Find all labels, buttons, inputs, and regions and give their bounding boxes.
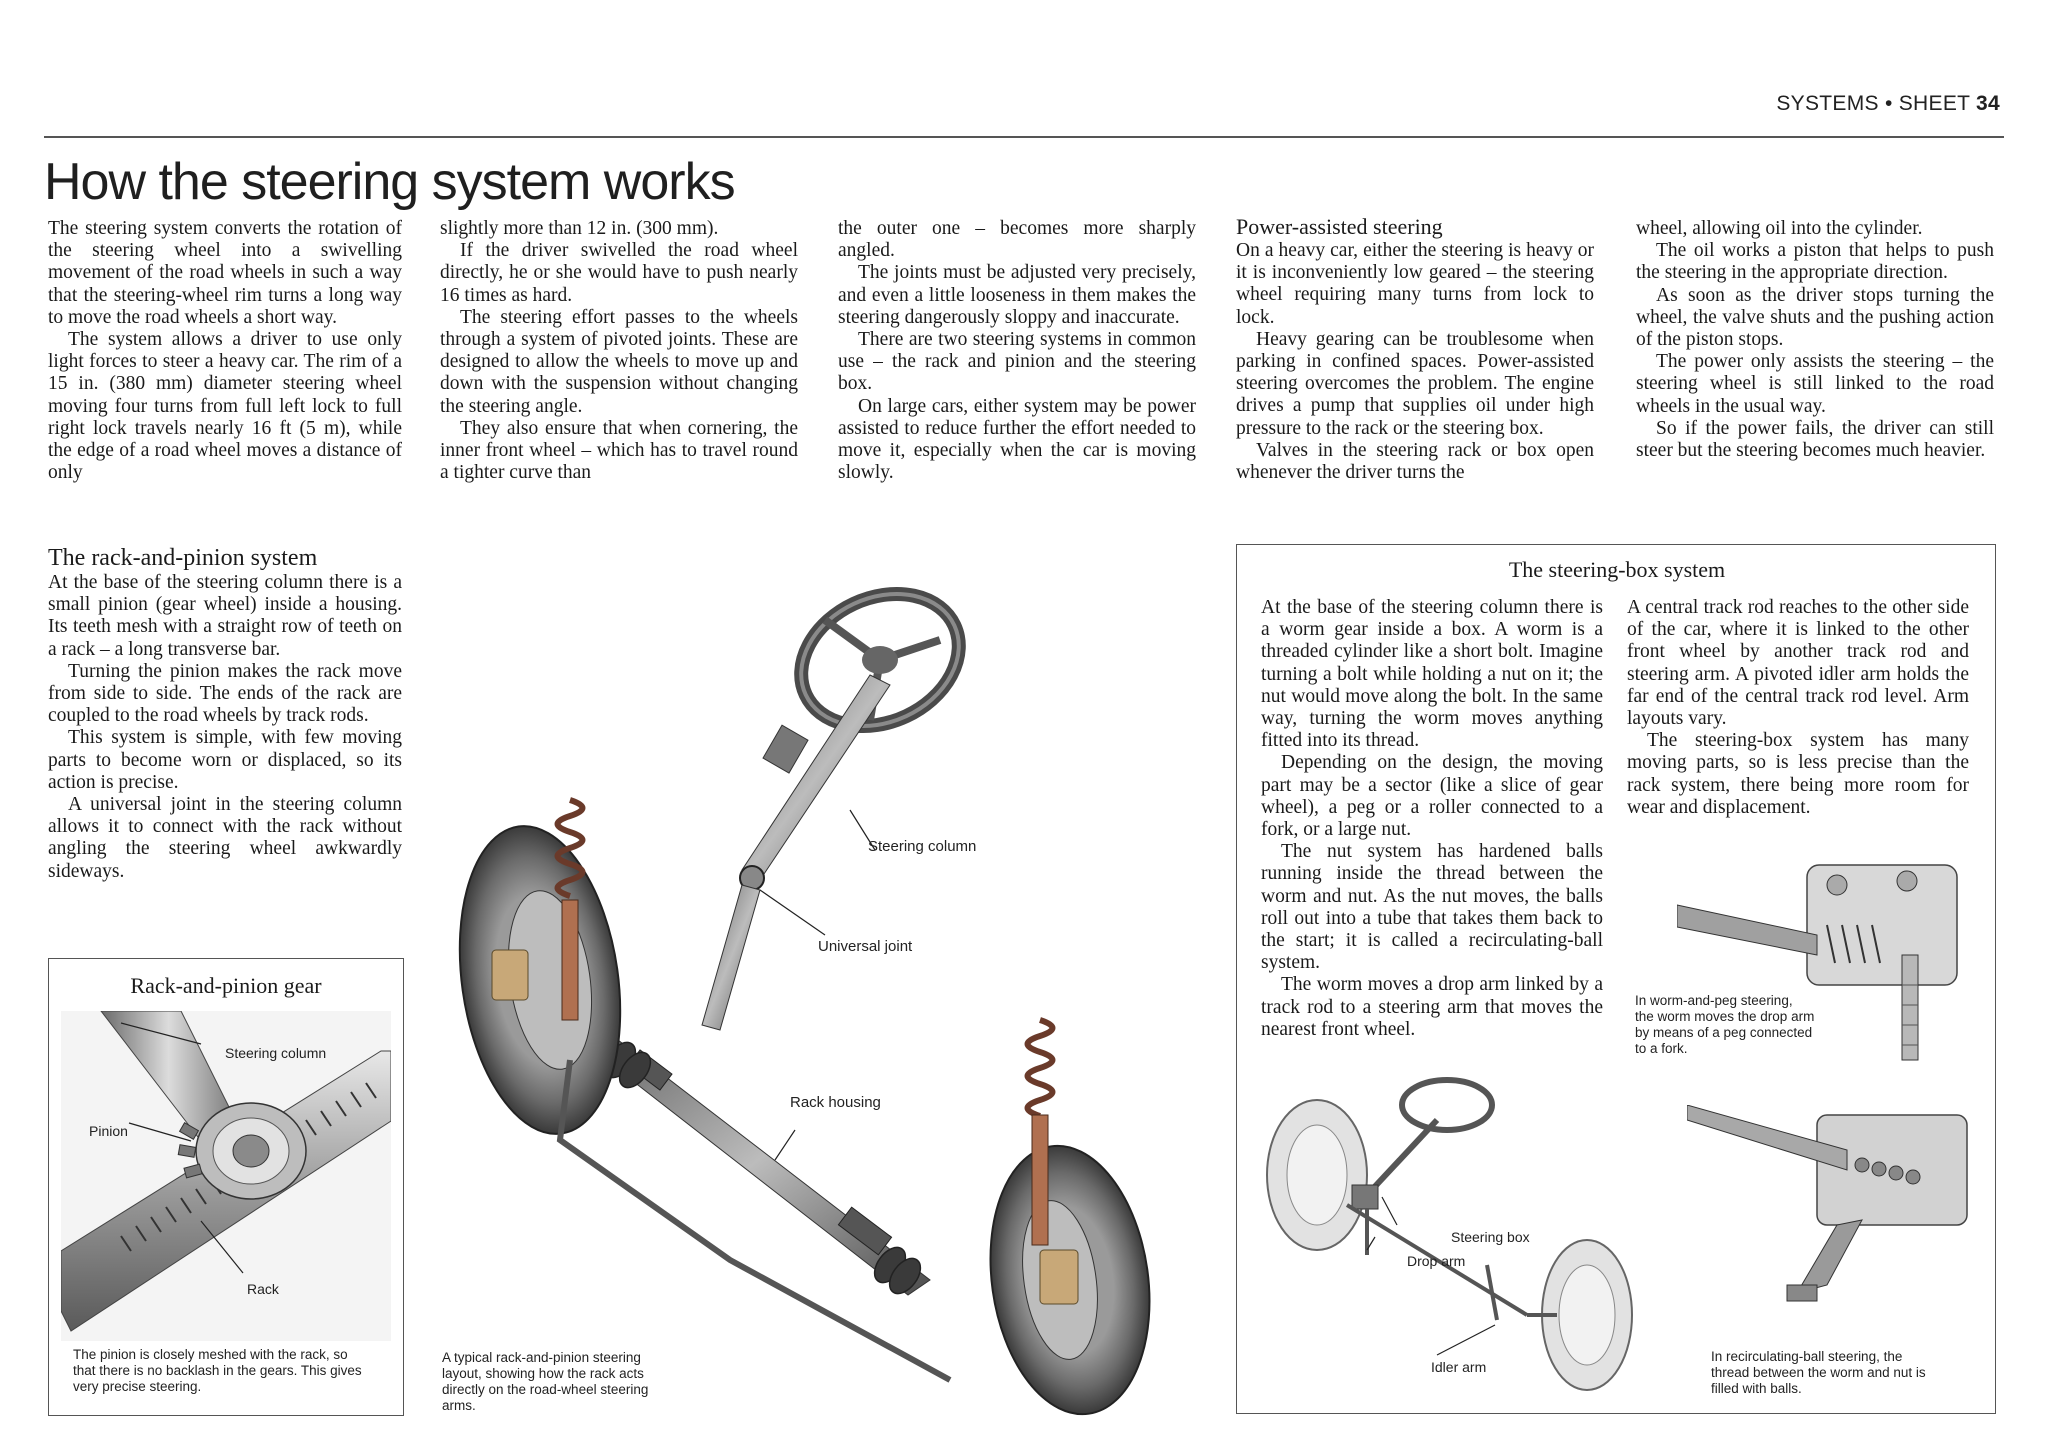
steering-box-layout-illustration <box>1266 1077 1633 1391</box>
label-steering-column: Steering column <box>868 838 977 855</box>
paragraph: A central track rod reaches to the other… <box>1627 597 1969 730</box>
page-title: How the steering system works <box>44 153 736 211</box>
paragraph: the outer one – becomes more sharply ang… <box>838 218 1196 262</box>
paragraph: The power only assists the steering – th… <box>1636 351 1994 417</box>
paragraph: On large cars, either system may be powe… <box>838 395 1196 484</box>
worm-and-peg-illustration <box>1677 864 1958 1061</box>
paragraph: Valves in the steering rack or box open … <box>1236 439 1594 484</box>
steering-box-column-1: At the base of the steering column there… <box>1261 597 1603 1041</box>
label-rack-housing: Rack housing <box>790 1094 881 1111</box>
label-universal-joint: Universal joint <box>818 938 913 955</box>
rack-pinion-heading: The rack-and-pinion system <box>48 545 318 571</box>
rack-pinion-section: The rack-and-pinion system At the base o… <box>48 544 402 883</box>
gear-label-pinion: Pinion <box>89 1123 128 1139</box>
paragraph: The steering system converts the rotatio… <box>48 218 402 328</box>
caption-recirculating-ball: In recirculating-ball steering, the thre… <box>1711 1349 1926 1396</box>
paragraph: Depending on the design, the moving part… <box>1261 752 1603 841</box>
header-separator: • <box>1884 92 1893 115</box>
steering-box-title: The steering-box system <box>1508 557 1726 582</box>
recirculating-ball-illustration <box>1687 1105 1968 1302</box>
paragraph: The joints must be adjusted very precise… <box>838 262 1196 328</box>
paragraph: On a heavy car, either the steering is h… <box>1236 240 1594 328</box>
paragraph: At the base of the steering column there… <box>48 572 402 660</box>
gear-label-steering-column: Steering column <box>225 1045 327 1061</box>
gear-panel-title: Rack-and-pinion gear <box>130 973 322 998</box>
label-steering-box: Steering box <box>1451 1229 1530 1245</box>
rack-pinion-gear-panel: Rack-and-pinion gear <box>48 958 404 1416</box>
paragraph: So if the power fails, the driver can st… <box>1636 417 1994 462</box>
rack-pinion-gear-illustration <box>61 1011 391 1341</box>
main-caption: A typical rack-and-pinion steering layou… <box>442 1350 649 1413</box>
paragraph: The oil works a piston that helps to pus… <box>1636 240 1994 284</box>
gear-label-rack: Rack <box>247 1281 279 1297</box>
steering-wheel <box>794 586 966 734</box>
paragraph: The steering effort passes to the wheels… <box>440 306 798 417</box>
sheet-number: 34 <box>1976 92 2000 115</box>
paragraph: The steering-box system has many moving … <box>1627 730 1969 818</box>
intro-column-4: Power-assisted steering On a heavy car, … <box>1236 214 1594 484</box>
sheet-label: SHEET <box>1898 92 1970 115</box>
caption-worm-and-peg: In worm-and-peg steering, the worm moves… <box>1635 993 1815 1056</box>
label-drop-arm: Drop arm <box>1407 1253 1466 1269</box>
paragraph: Heavy gearing can be troublesome when pa… <box>1236 328 1594 439</box>
paragraph: If the driver swivelled the road wheel d… <box>440 240 798 306</box>
paragraph: wheel, allowing oil into the cylinder. <box>1636 218 1923 239</box>
paragraph: slightly more than 12 in. (300 mm). <box>440 218 719 239</box>
paragraph: A universal joint in the steering column… <box>48 794 402 882</box>
label-idler-arm: Idler arm <box>1431 1359 1487 1375</box>
power-steering-heading: Power-assisted steering <box>1236 214 1443 239</box>
intro-column-3: the outer one – becomes more sharply ang… <box>838 218 1196 484</box>
paragraph: The nut system has hardened balls runnin… <box>1261 841 1603 974</box>
steering-box-column-2: A central track rod reaches to the other… <box>1627 597 1969 819</box>
paragraph: This system is simple, with few moving p… <box>48 727 402 793</box>
section-label: SYSTEMS <box>1776 92 1879 115</box>
intro-column-5: wheel, allowing oil into the cylinder. T… <box>1636 218 1994 462</box>
paragraph: They also ensure that when cornering, th… <box>440 417 798 484</box>
paragraph: As soon as the driver stops turning the … <box>1636 284 1994 351</box>
paragraph: At the base of the steering column there… <box>1261 597 1603 752</box>
header-rule <box>44 136 2004 138</box>
paragraph: Turning the pinion makes the rack move f… <box>48 660 402 727</box>
steering-box-panel: The steering-box system At the base of t… <box>1236 544 1996 1414</box>
paragraph: The system allows a driver to use only l… <box>48 329 402 484</box>
paragraph: The worm moves a drop arm linked by a tr… <box>1261 974 1603 1040</box>
rack-pinion-layout-illustration <box>458 586 1151 1416</box>
sheet-header: SYSTEMS • SHEET 34 <box>1776 92 2000 116</box>
intro-column-1: The steering system converts the rotatio… <box>48 218 402 484</box>
intro-column-2: slightly more than 12 in. (300 mm). If t… <box>440 218 798 484</box>
gear-caption: The pinion is closely meshed with the ra… <box>73 1347 362 1394</box>
paragraph: There are two steering systems in common… <box>838 329 1196 395</box>
